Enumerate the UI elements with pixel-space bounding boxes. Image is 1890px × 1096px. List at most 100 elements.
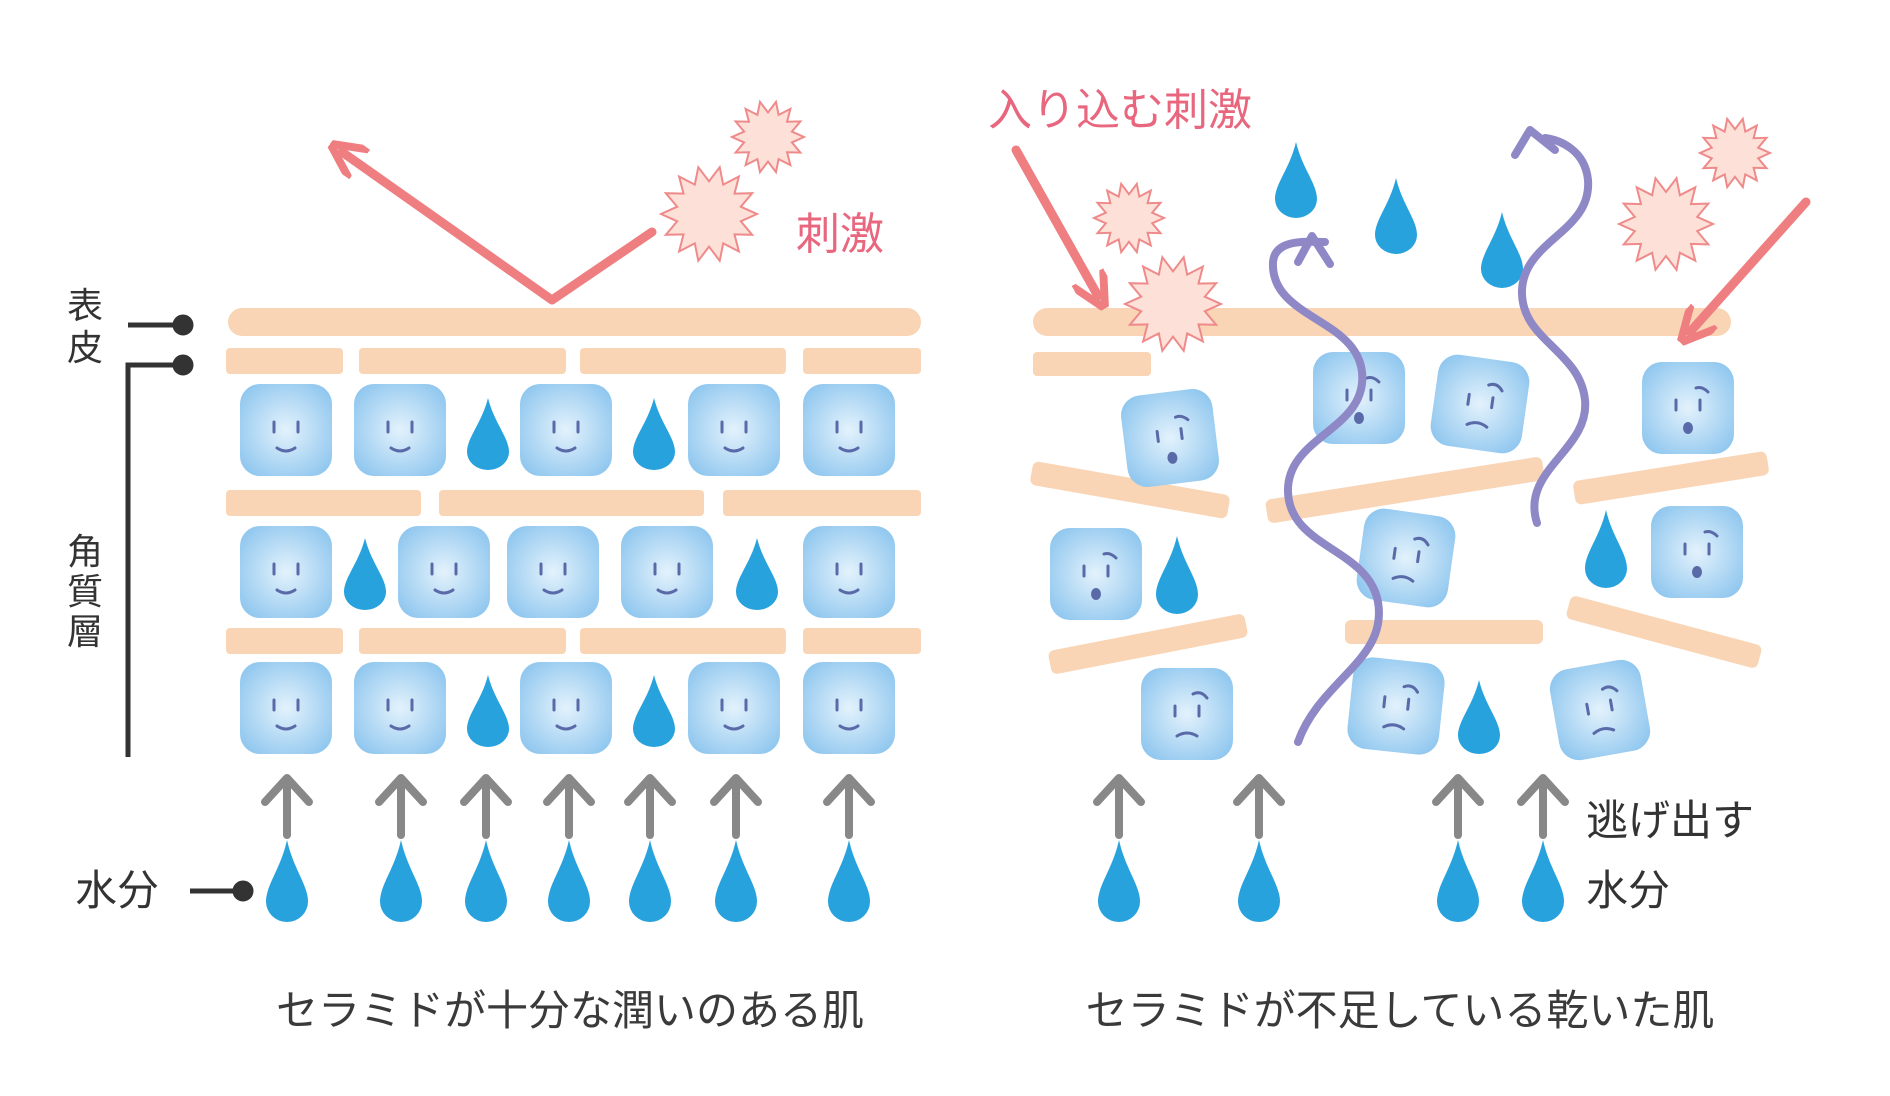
ceramide-band bbox=[359, 348, 566, 374]
droplet-icon bbox=[465, 840, 507, 922]
skin-cell-face-icon bbox=[1642, 362, 1734, 454]
ceramide-band bbox=[439, 490, 704, 516]
stratum-corneum-label-char: 質 bbox=[67, 572, 103, 613]
skin-cell-face-icon bbox=[688, 662, 780, 754]
skin-cell-face-icon bbox=[507, 526, 599, 618]
burst-icon bbox=[1616, 175, 1716, 273]
droplet-icon bbox=[828, 840, 870, 922]
upward-moisture-arrow bbox=[1432, 774, 1484, 839]
stratum-corneum-label-char: 角 bbox=[67, 532, 103, 573]
droplet-icon bbox=[1458, 680, 1500, 754]
right-upward-arrows bbox=[1093, 774, 1569, 839]
burst-icon bbox=[729, 99, 807, 175]
epidermis-label-char: 表 bbox=[67, 286, 103, 327]
skin-cell-face-icon bbox=[1549, 659, 1651, 761]
ceramide-band bbox=[723, 490, 921, 516]
skin-cell-face-icon bbox=[1347, 657, 1445, 755]
skin-cell-face-icon bbox=[803, 662, 895, 754]
skin-cell-face-icon bbox=[354, 384, 446, 476]
upward-moisture-arrow bbox=[375, 774, 427, 839]
ceramide-band bbox=[1265, 457, 1545, 523]
epidermis-label-char: 皮 bbox=[67, 328, 103, 369]
skin-cell-face-icon bbox=[621, 526, 713, 618]
droplet-icon bbox=[548, 840, 590, 922]
droplet-icon bbox=[715, 840, 757, 922]
ceramide-band bbox=[1345, 620, 1543, 644]
ceramide-band bbox=[226, 490, 421, 516]
burst-icon bbox=[1122, 254, 1224, 354]
upward-moisture-arrow bbox=[460, 774, 512, 839]
escaping-moisture-label: 逃げ出す bbox=[1586, 796, 1754, 845]
droplet-icon bbox=[736, 538, 778, 610]
ceramide-band bbox=[359, 628, 566, 654]
skin-cell-face-icon bbox=[240, 662, 332, 754]
ceramide-band bbox=[1566, 596, 1762, 668]
left-cells bbox=[240, 384, 895, 754]
upward-moisture-arrow bbox=[1517, 774, 1569, 839]
ceramide-band bbox=[1573, 451, 1769, 505]
burst-icon bbox=[658, 164, 760, 264]
skin-cell-face-icon bbox=[520, 662, 612, 754]
stimulus-label: 刺激 bbox=[796, 209, 884, 260]
ceramide-band bbox=[226, 628, 343, 654]
ceramide-band bbox=[1048, 614, 1248, 674]
upward-moisture-arrow bbox=[1233, 774, 1285, 839]
upward-moisture-arrow bbox=[261, 774, 313, 839]
side-brackets bbox=[125, 314, 254, 902]
left-ceramide-layers bbox=[226, 308, 921, 654]
left-droplets bbox=[266, 398, 870, 922]
penetrating-stimulus-label: 入り込む刺激 bbox=[988, 85, 1252, 136]
droplet-icon bbox=[344, 538, 386, 610]
moisture-label: 水分 bbox=[75, 866, 159, 915]
ceramide-band bbox=[226, 348, 343, 374]
ceramide-band bbox=[1030, 461, 1230, 519]
right-stimulus-bursts bbox=[1091, 116, 1773, 354]
ceramide-band bbox=[580, 628, 786, 654]
skin-cell-face-icon bbox=[1356, 508, 1456, 608]
left-panel-healthy-skin: 刺激 表 皮 角 質 層 水分 セラミドが十分な潤いのある肌 bbox=[67, 99, 921, 1035]
right-droplets bbox=[1098, 142, 1627, 922]
upward-moisture-arrow bbox=[543, 774, 595, 839]
droplet-icon bbox=[380, 840, 422, 922]
skin-cell-face-icon bbox=[354, 662, 446, 754]
droplet-icon bbox=[633, 675, 675, 747]
right-cells bbox=[1050, 352, 1743, 761]
ceramide-band bbox=[803, 348, 921, 374]
droplet-icon bbox=[467, 675, 509, 747]
stratum-corneum-label-char: 層 bbox=[67, 612, 103, 653]
ceramide-band bbox=[803, 628, 921, 654]
deflected-stimulus-arrow bbox=[342, 152, 657, 305]
skin-cell-face-icon bbox=[1121, 389, 1219, 487]
upward-moisture-arrow bbox=[823, 774, 875, 839]
skin-cell-face-icon bbox=[240, 526, 332, 618]
upward-moisture-arrow bbox=[1093, 774, 1145, 839]
ceramide-band bbox=[580, 348, 786, 374]
right-caption: セラミドが不足している乾いた肌 bbox=[1086, 986, 1715, 1035]
skin-cell-face-icon bbox=[688, 384, 780, 476]
penetrating-stimulus-arrow bbox=[1690, 197, 1811, 332]
droplet-icon bbox=[1585, 510, 1627, 588]
upward-moisture-arrow bbox=[624, 774, 676, 839]
burst-icon bbox=[1091, 181, 1167, 255]
upward-moisture-arrow bbox=[710, 774, 762, 839]
burst-icon bbox=[1697, 116, 1773, 190]
skin-cell-face-icon bbox=[1141, 668, 1233, 760]
skin-cell-face-icon bbox=[1651, 506, 1743, 598]
skin-cell-face-icon bbox=[803, 384, 895, 476]
left-stimulus-bursts bbox=[658, 99, 807, 264]
droplet-icon bbox=[1522, 840, 1564, 922]
droplet-icon bbox=[266, 840, 308, 922]
droplet-icon bbox=[633, 398, 675, 470]
right-panel-dry-skin: 入り込む刺激 逃げ出す 水分 セラミドが不足している乾いた肌 bbox=[988, 85, 1811, 1035]
ceramide-band bbox=[1033, 352, 1151, 376]
escaping-moisture-wave bbox=[1268, 237, 1383, 746]
penetrating-stimulus-arrow bbox=[1011, 145, 1098, 296]
droplet-icon bbox=[1275, 142, 1317, 218]
skin-cell-face-icon bbox=[1430, 354, 1530, 454]
escaping-moisture-wave-head bbox=[1294, 232, 1334, 268]
droplet-icon bbox=[1375, 178, 1417, 254]
ceramide-band bbox=[228, 308, 921, 336]
left-caption: セラミドが十分な潤いのある肌 bbox=[276, 986, 864, 1035]
droplet-icon bbox=[1437, 840, 1479, 922]
